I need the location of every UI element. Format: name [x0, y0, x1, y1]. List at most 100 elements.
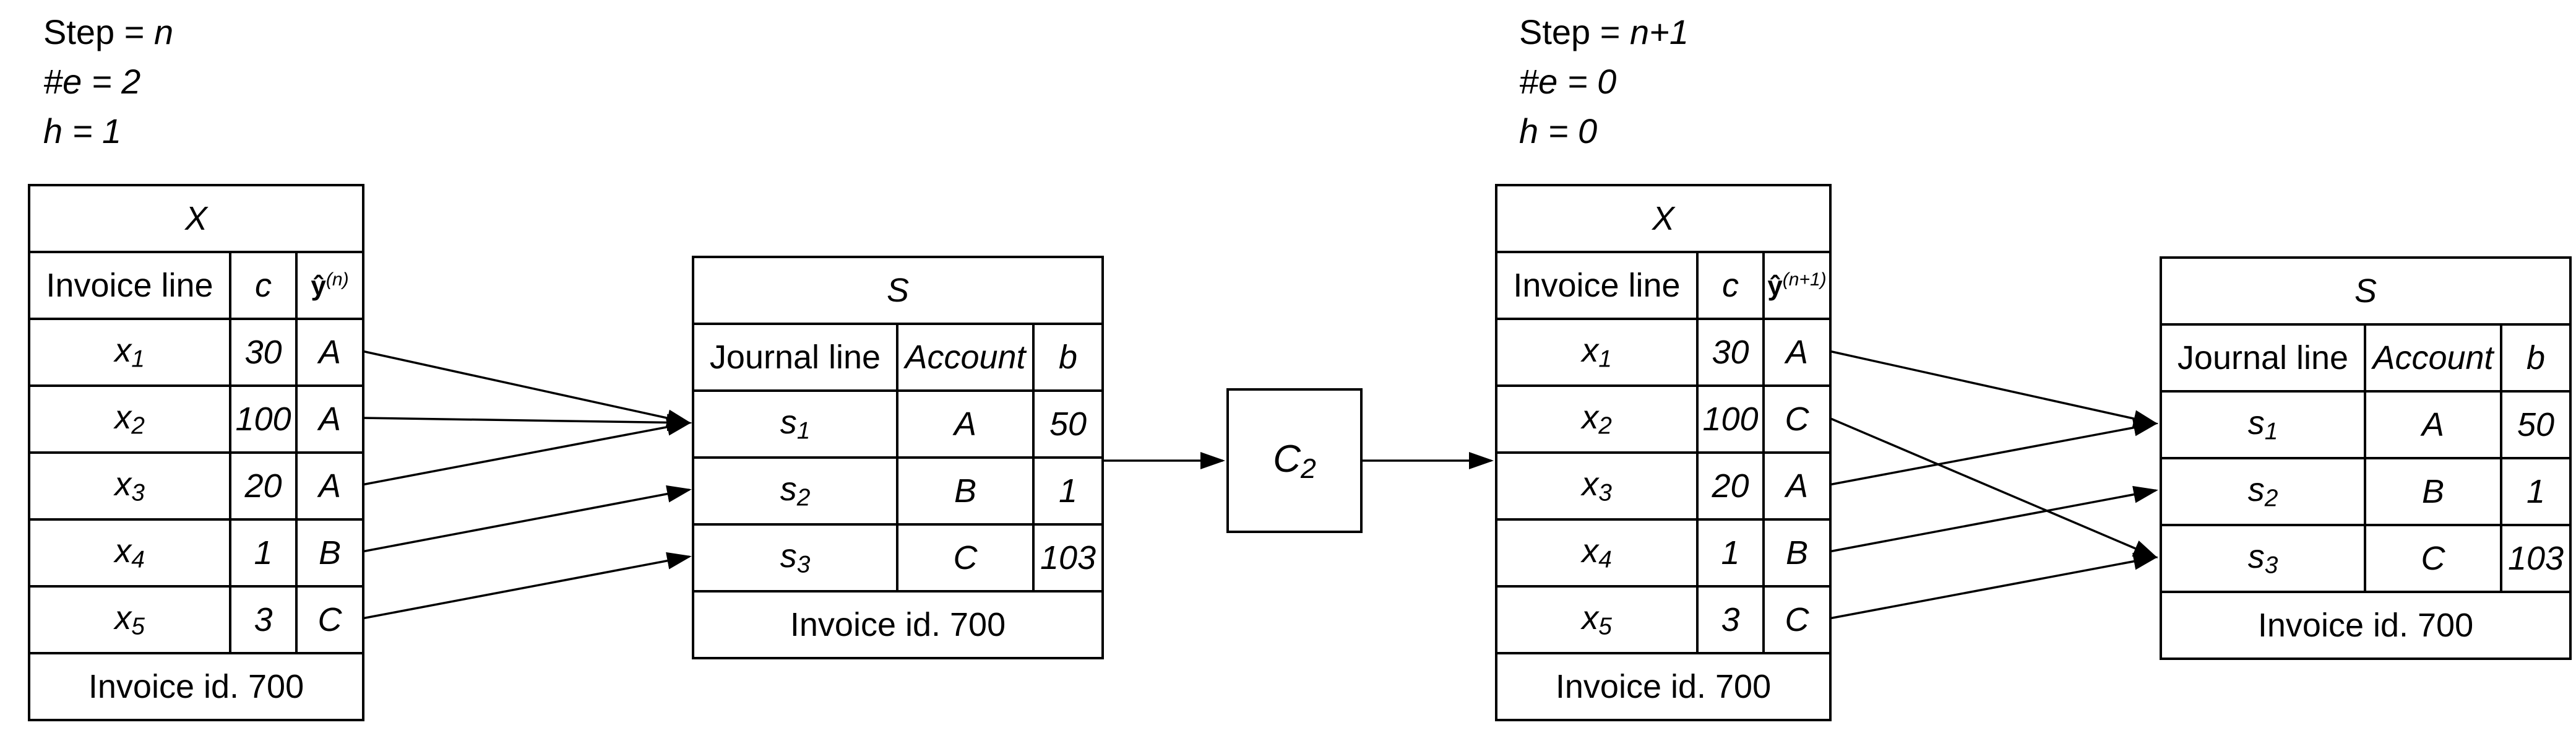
s-right-r2-b: 1 [2500, 457, 2572, 526]
annotation-right: Step = n+1 #e = 0 h = 0 [1519, 7, 1689, 156]
line-base: x [1582, 466, 1599, 503]
x-right-title: X [1495, 184, 1832, 253]
s-right-col-line: Journal line [2160, 323, 2366, 393]
s-left-r1-account: A [896, 389, 1035, 459]
s-right-footer: Invoice id. 700 [2160, 591, 2572, 660]
yhat-base: ŷ [1767, 271, 1783, 302]
x-right-r3-y: A [1762, 451, 1832, 521]
x-right-r1-line: x1 [1495, 318, 1699, 387]
line-base: s [2247, 404, 2265, 442]
line-base: x [114, 399, 132, 436]
x-right-r1-c: 30 [1696, 318, 1765, 387]
line-sub: 1 [796, 417, 811, 445]
line-base: x [114, 466, 132, 503]
line-sub: 2 [1598, 412, 1612, 440]
s-left-r1-b: 50 [1032, 389, 1104, 459]
x-right-r5-line: x5 [1495, 585, 1699, 654]
classifier-label-sub: 2 [1300, 453, 1316, 484]
annotation-left-errors: #e = 2 [43, 62, 141, 101]
line-sub: 1 [1598, 345, 1612, 373]
yhat-sup: (n+1) [1782, 269, 1827, 290]
x-right-col-yhat: ŷ(n+1) [1762, 251, 1832, 320]
s-left-r3-line: s3 [692, 523, 898, 593]
arrow-right-x3-to-s1 [1829, 419, 2158, 486]
x-right-r2-c: 100 [1696, 384, 1765, 454]
table-s-right: S Journal line Account b s1 A 50 s2 B 1 … [2160, 256, 2572, 660]
s-right-col-account: Account [2364, 323, 2502, 393]
s-left-r2-line: s2 [692, 456, 898, 526]
x-right-r4-y: B [1762, 518, 1832, 588]
s-left-r1-line: s1 [692, 389, 898, 459]
x-left-r1-line: x1 [28, 318, 231, 387]
annotation-right-entropy: h = 0 [1519, 111, 1598, 150]
x-right-col-c: c [1696, 251, 1765, 320]
step-value: n+1 [1630, 12, 1689, 51]
annotation-right-errors: #e = 0 [1519, 62, 1617, 101]
line-sub: 3 [1598, 479, 1612, 506]
line-base: x [1582, 599, 1599, 637]
line-base: x [114, 532, 132, 570]
line-sub: 1 [131, 345, 145, 373]
x-right-r4-line: x4 [1495, 518, 1699, 588]
line-sub: 3 [131, 479, 145, 506]
s-left-col-b: b [1032, 323, 1104, 392]
line-base: x [114, 599, 132, 637]
s-left-r3-account: C [896, 523, 1035, 593]
x-left-title: X [28, 184, 364, 253]
s-right-r3-account: C [2364, 524, 2502, 593]
x-left-r4-y: B [295, 518, 364, 588]
x-right-r4-c: 1 [1696, 518, 1765, 588]
annotation-left: Step = n #e = 2 h = 1 [43, 7, 173, 156]
line-sub: 5 [1598, 613, 1612, 640]
s-right-r1-account: A [2364, 390, 2502, 459]
line-sub: 2 [131, 412, 145, 440]
arrow-left-x3-to-s1 [361, 418, 692, 486]
x-right-r2-y: C [1762, 384, 1832, 454]
line-base: x [1582, 399, 1599, 436]
line-base: s [2247, 538, 2265, 576]
x-right-r5-y: C [1762, 585, 1832, 654]
line-sub: 2 [796, 484, 811, 511]
line-base: x [1582, 532, 1599, 570]
table-x-left: X Invoice line c ŷ(n) x1 30 A x2 100 A x… [28, 184, 364, 721]
arrow-right-x2-to-s3 [1829, 417, 2158, 558]
x-right-r1-y: A [1762, 318, 1832, 387]
s-left-r2-account: B [896, 456, 1035, 526]
arrow-left-x2-to-s1 [361, 414, 692, 432]
s-left-r3-b: 103 [1032, 523, 1104, 593]
x-left-col-line: Invoice line [28, 251, 231, 320]
step-prefix: Step = [43, 12, 155, 51]
s-left-col-account: Account [896, 323, 1035, 392]
line-sub: 4 [131, 546, 145, 573]
classifier-label-base: C [1273, 437, 1301, 480]
s-right-r3-b: 103 [2500, 524, 2572, 593]
x-left-r3-c: 20 [229, 451, 298, 521]
s-right-r1-b: 50 [2500, 390, 2572, 459]
table-s-left: S Journal line Account b s1 A 50 s2 B 1 … [692, 256, 1104, 659]
x-left-r4-line: x4 [28, 518, 231, 588]
x-left-col-c: c [229, 251, 298, 320]
line-sub: 1 [2264, 418, 2278, 445]
s-right-r3-line: s3 [2160, 524, 2366, 593]
line-base: s [780, 404, 797, 441]
x-left-r3-line: x3 [28, 451, 231, 521]
line-sub: 3 [796, 551, 811, 578]
s-left-r2-b: 1 [1032, 456, 1104, 526]
yhat-sup: (n) [325, 269, 349, 290]
classifier-box: C2 [1226, 388, 1363, 533]
annotation-left-step: Step = n [43, 7, 173, 57]
s-right-r1-line: s1 [2160, 390, 2366, 459]
arrow-right-x5-to-s3 [1829, 552, 2158, 620]
line-base: x [114, 332, 132, 370]
s-right-col-b: b [2500, 323, 2572, 393]
line-sub: 2 [2264, 485, 2278, 512]
x-left-r2-y: A [295, 384, 364, 454]
annotation-left-entropy: h = 1 [43, 111, 122, 150]
x-left-r3-y: A [295, 451, 364, 521]
x-left-r1-c: 30 [229, 318, 298, 387]
s-left-title: S [692, 256, 1104, 325]
step-value: n [154, 12, 174, 51]
x-right-r3-c: 20 [1696, 451, 1765, 521]
s-left-col-line: Journal line [692, 323, 898, 392]
